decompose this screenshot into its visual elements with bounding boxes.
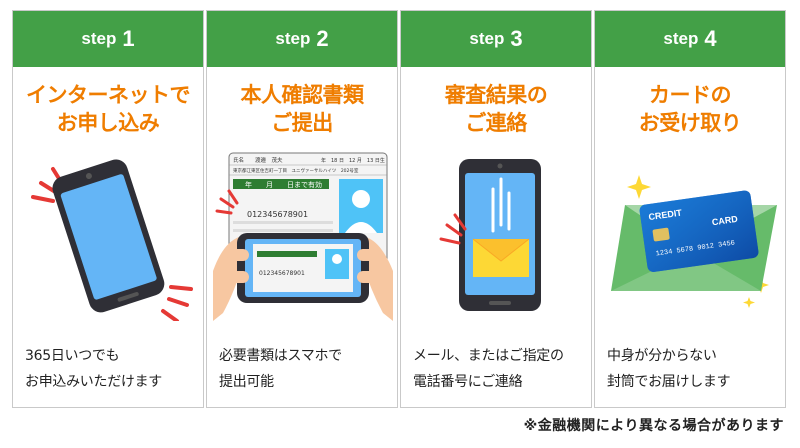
step-card-4: step 4 カードの お受け取り CREDIT CARD — [594, 10, 786, 408]
step-number: 4 — [704, 26, 717, 51]
step-label: step — [469, 29, 505, 48]
step-label: step — [275, 29, 311, 48]
step-header: step 4 — [595, 11, 785, 67]
steps-row: step 1 インターネットで お申し込み 365日いつ — [12, 10, 788, 408]
motion-lines-icon — [491, 177, 511, 233]
mail-notification-illustration — [439, 159, 541, 311]
step-description: 中身が分からない 封筒でお届けします — [607, 348, 731, 390]
svg-text:年 月 日まで有効: 年 月 日まで有効 — [245, 180, 322, 189]
step-description: メール、またはご指定の 電話番号にご連絡 — [413, 348, 564, 390]
card-delivery-illustration: CREDIT CARD 1234 5678 9012 3456 — [611, 175, 777, 308]
svg-text:CREDIT: CREDIT — [648, 207, 683, 222]
footnote: ※金融機関により異なる場合があります — [523, 418, 784, 434]
step-label: step — [81, 29, 117, 48]
svg-text:年 18 日 12 月 13 日生: 年 18 日 12 月 13 日生 — [321, 157, 385, 164]
step-label: step — [663, 29, 699, 48]
step-number: 2 — [316, 26, 329, 51]
alert-burst-icon — [215, 189, 239, 215]
step-number: 3 — [510, 26, 523, 51]
step-card-2: step 2 本人確認書類 ご提出 氏名 渡邉 茂夫 年 18 日 12 月 1… — [206, 10, 398, 408]
smartphone-illustration — [31, 159, 193, 321]
step-number: 1 — [122, 26, 135, 51]
step-card-1: step 1 インターネットで お申し込み 365日いつ — [12, 10, 204, 408]
step-title: 本人確認書類 ご提出 — [240, 83, 365, 135]
svg-text:012345678901: 012345678901 — [259, 270, 305, 277]
id-upload-illustration: 氏名 渡邉 茂夫 年 18 日 12 月 13 日生 東京都江東区住吉町一丁目 … — [213, 152, 393, 321]
svg-text:東京都江東区住吉町一丁目 ユニヴァーサルハイツ 202号室: 東京都江東区住吉町一丁目 ユニヴァーサルハイツ 202号室 — [233, 167, 359, 174]
envelope-icon — [472, 238, 530, 277]
alert-burst-icon — [439, 213, 467, 245]
svg-text:CARD: CARD — [711, 214, 739, 228]
svg-text:氏名 渡邉 茂夫: 氏名 渡邉 茂夫 — [233, 156, 283, 164]
phone-icon — [52, 159, 165, 313]
step-title: カードの お受け取り — [638, 83, 742, 135]
step-description: 365日いつでも お申込みいただけます — [25, 348, 162, 390]
step-header: step 1 — [13, 11, 203, 67]
credit-card-icon: CREDIT CARD 1234 5678 9012 3456 — [639, 190, 759, 272]
step-card-3: step 3 審査結果の ご連絡 — [400, 10, 592, 408]
phone-icon: 012345678901 — [237, 233, 369, 303]
step-title: 審査結果の ご連絡 — [444, 83, 548, 135]
svg-text:012345678901: 012345678901 — [247, 210, 308, 219]
step-header: step 3 — [401, 11, 591, 67]
step-description: 必要書類はスマホで 提出可能 — [219, 348, 342, 390]
step-header: step 2 — [207, 11, 397, 67]
step-title: インターネットで お申し込み — [26, 83, 191, 135]
